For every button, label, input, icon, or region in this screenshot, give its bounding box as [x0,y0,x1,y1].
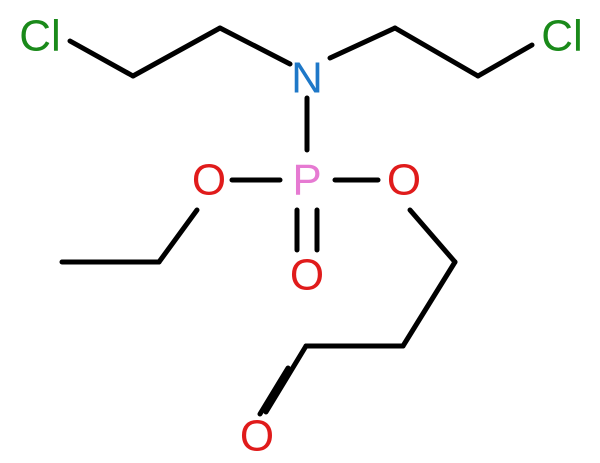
atom-chlorine-right: Cl [541,12,583,61]
bond-c-o-aldehyde-a [263,343,309,415]
bond-c-c-left [130,25,223,79]
bond-c-c-right [392,25,481,79]
atom-phosphorus: P [292,156,321,205]
atom-oxygen-right: O [387,156,421,205]
atom-oxygen-double: O [290,251,324,300]
bond-c-cl-right [475,42,535,79]
bonds [59,25,535,417]
atom-oxygen-aldehyde: O [240,412,274,461]
bond-o-c-ethyl [156,207,200,265]
bond-c-n-left [217,25,293,67]
atom-chlorine-left: Cl [19,12,61,61]
atom-oxygen-left: O [192,156,226,205]
atom-labels: Cl Cl N P O O O O [19,12,583,461]
bond-n-c-right [327,25,398,61]
bond-c-o-aldehyde-b [257,365,291,417]
bond-o-c-chain [407,207,458,265]
bond-cl-left-c [67,38,136,79]
atom-nitrogen: N [291,54,323,103]
bond-c-c-chain-1 [400,259,458,349]
